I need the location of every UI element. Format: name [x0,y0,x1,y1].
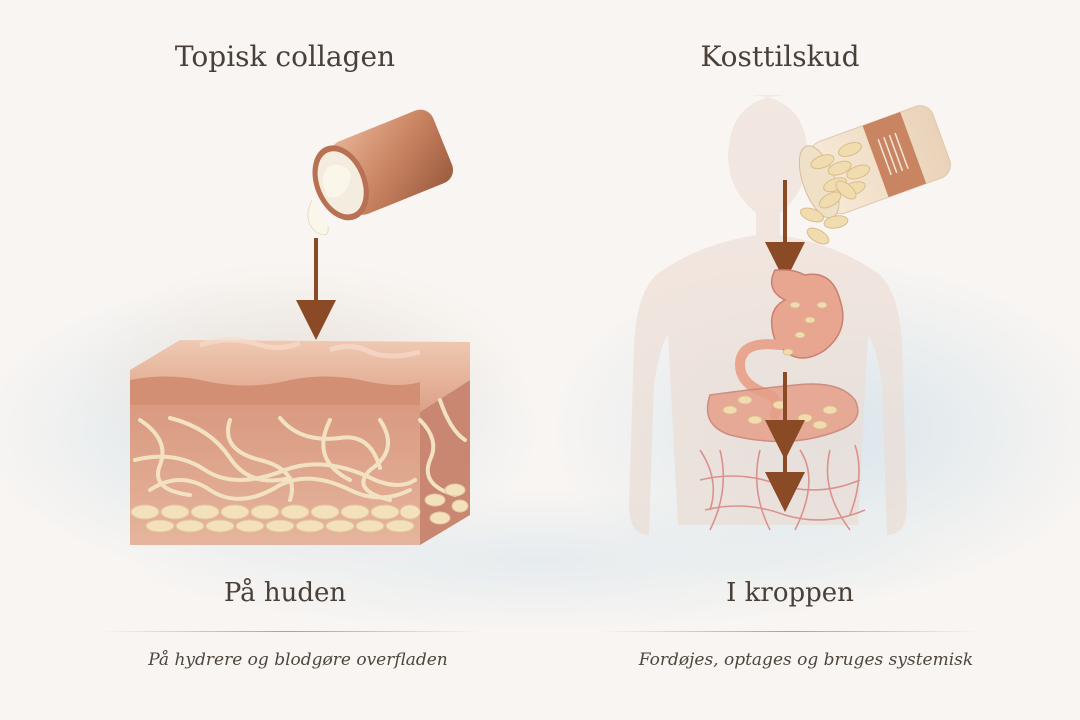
left-divider [100,631,480,632]
left-subtitle: På huden [223,578,347,608]
right-subtitle: I kroppen [726,578,854,608]
right-title: Kosttilskud [700,40,860,73]
cream-jar-icon [307,109,454,236]
skin-cross-section-icon [130,337,470,545]
right-description: Fordøjes, optages og bruges systemisk [638,650,974,670]
right-divider [600,631,980,632]
capsule-icon [800,180,857,245]
left-description: På hydrere og blodgøre overfladen [148,650,448,670]
left-title: Topisk collagen [174,40,396,73]
